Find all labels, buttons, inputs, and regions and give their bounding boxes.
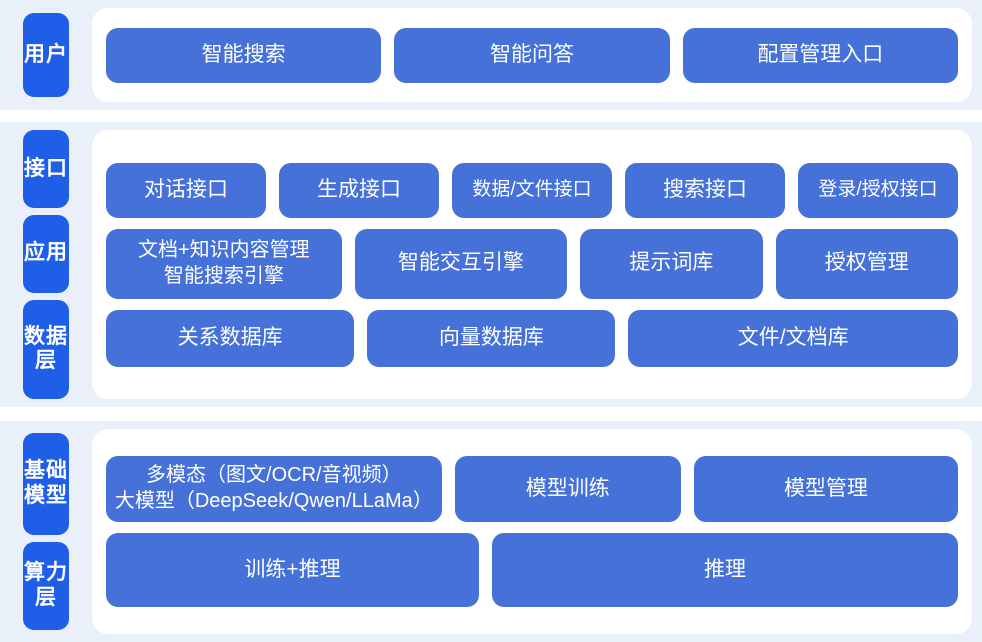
layer-tab-application-label: 应用 bbox=[24, 241, 68, 265]
section-divider-2 bbox=[0, 407, 982, 421]
box-authorization-management[interactable]: 授权管理 bbox=[775, 228, 958, 299]
box-training-inference-label: 训练+推理 bbox=[244, 557, 341, 581]
box-smart-interaction-engine[interactable]: 智能交互引擎 bbox=[354, 228, 568, 299]
section-infrastructure: 基础模型 算力层 多模态（图文/OCR/音视频） 大模型（DeepSeek/Qw… bbox=[0, 421, 982, 642]
box-multimodal-large-model[interactable]: 多模态（图文/OCR/音视频） 大模型（DeepSeek/Qwen/LLaMa） bbox=[106, 456, 442, 522]
layer-tab-data[interactable]: 数据层 bbox=[23, 299, 69, 399]
box-generation-interface-label: 生成接口 bbox=[317, 177, 401, 201]
row-compute: 训练+推理 推理 bbox=[106, 533, 958, 607]
box-document-knowledge-management[interactable]: 文档+知识内容管理 智能搜索引擎 bbox=[106, 228, 342, 299]
section-divider-1 bbox=[0, 110, 982, 122]
layer-tab-compute[interactable]: 算力层 bbox=[23, 542, 69, 630]
box-login-auth-interface[interactable]: 登录/授权接口 bbox=[798, 162, 958, 218]
box-vector-database-label: 向量数据库 bbox=[438, 325, 544, 349]
box-data-file-interface[interactable]: 数据/文件接口 bbox=[452, 162, 612, 218]
rail-infrastructure: 基础模型 算力层 bbox=[0, 421, 92, 642]
box-model-management-label: 模型管理 bbox=[783, 476, 868, 500]
box-file-document-store-label: 文件/文档库 bbox=[737, 325, 849, 349]
box-smart-search[interactable]: 智能搜索 bbox=[106, 27, 382, 83]
section-platform: 接口 应用 数据层 对话接口 生成接口 数据/文件接口 bbox=[0, 122, 982, 407]
box-smart-search-label: 智能搜索 bbox=[201, 42, 286, 66]
box-multimodal-large-model-label: 多模态（图文/OCR/音视频） 大模型（DeepSeek/Qwen/LLaMa） bbox=[114, 464, 433, 512]
layer-tab-data-label: 数据层 bbox=[24, 324, 68, 373]
box-authorization-management-label: 授权管理 bbox=[824, 251, 909, 275]
box-data-file-interface-label: 数据/文件接口 bbox=[472, 178, 592, 200]
box-dialog-interface-label: 对话接口 bbox=[144, 177, 228, 201]
layer-tab-interface[interactable]: 接口 bbox=[23, 130, 69, 208]
layer-tab-user[interactable]: 用户 bbox=[23, 13, 69, 97]
layer-tab-compute-label: 算力层 bbox=[24, 561, 68, 609]
layer-tab-user-label: 用户 bbox=[24, 42, 68, 66]
box-model-training[interactable]: 模型训练 bbox=[454, 456, 681, 522]
layer-tab-foundation-model[interactable]: 基础模型 bbox=[23, 433, 69, 535]
rail-platform: 接口 应用 数据层 bbox=[0, 122, 92, 407]
box-config-management-entry[interactable]: 配置管理入口 bbox=[682, 27, 958, 83]
box-smart-qa-label: 智能问答 bbox=[489, 42, 574, 66]
box-inference[interactable]: 推理 bbox=[492, 533, 958, 607]
box-model-training-label: 模型训练 bbox=[525, 476, 610, 500]
row-data-stores: 关系数据库 向量数据库 文件/文档库 bbox=[106, 309, 958, 367]
layer-tab-foundation-model-label: 基础模型 bbox=[24, 459, 68, 507]
box-login-auth-interface-label: 登录/授权接口 bbox=[818, 178, 938, 200]
layer-tab-interface-label: 接口 bbox=[24, 156, 68, 180]
row-user-entries: 智能搜索 智能问答 配置管理入口 bbox=[106, 27, 958, 83]
box-document-knowledge-management-label: 文档+知识内容管理 智能搜索引擎 bbox=[138, 238, 310, 287]
box-training-inference[interactable]: 训练+推理 bbox=[106, 533, 480, 607]
row-interfaces: 对话接口 生成接口 数据/文件接口 搜索接口 登录/授权接口 bbox=[106, 162, 958, 218]
row-models: 多模态（图文/OCR/音视频） 大模型（DeepSeek/Qwen/LLaMa）… bbox=[106, 456, 958, 522]
rail-user: 用户 bbox=[0, 0, 92, 110]
row-applications: 文档+知识内容管理 智能搜索引擎 智能交互引擎 提示词库 授权管理 bbox=[106, 228, 958, 299]
box-vector-database[interactable]: 向量数据库 bbox=[367, 309, 616, 367]
panel-infrastructure: 多模态（图文/OCR/音视频） 大模型（DeepSeek/Qwen/LLaMa）… bbox=[92, 429, 972, 634]
section-user: 用户 智能搜索 智能问答 配置管理入口 bbox=[0, 0, 982, 110]
box-prompt-library[interactable]: 提示词库 bbox=[580, 228, 763, 299]
box-model-management[interactable]: 模型管理 bbox=[693, 456, 958, 522]
box-generation-interface[interactable]: 生成接口 bbox=[279, 162, 439, 218]
layer-tab-application[interactable]: 应用 bbox=[23, 214, 69, 293]
box-relational-database-label: 关系数据库 bbox=[177, 325, 283, 349]
box-config-management-entry-label: 配置管理入口 bbox=[757, 42, 884, 66]
box-prompt-library-label: 提示词库 bbox=[629, 251, 714, 275]
box-smart-interaction-engine-label: 智能交互引擎 bbox=[397, 251, 524, 275]
box-file-document-store[interactable]: 文件/文档库 bbox=[628, 309, 958, 367]
box-inference-label: 推理 bbox=[704, 557, 747, 581]
panel-user: 智能搜索 智能问答 配置管理入口 bbox=[92, 8, 972, 102]
box-search-interface-label: 搜索接口 bbox=[663, 177, 747, 201]
panel-platform: 对话接口 生成接口 数据/文件接口 搜索接口 登录/授权接口 文档+知识内容管理… bbox=[92, 130, 972, 399]
box-search-interface[interactable]: 搜索接口 bbox=[625, 162, 785, 218]
box-dialog-interface[interactable]: 对话接口 bbox=[106, 162, 266, 218]
box-relational-database[interactable]: 关系数据库 bbox=[106, 309, 355, 367]
box-smart-qa[interactable]: 智能问答 bbox=[394, 27, 670, 83]
